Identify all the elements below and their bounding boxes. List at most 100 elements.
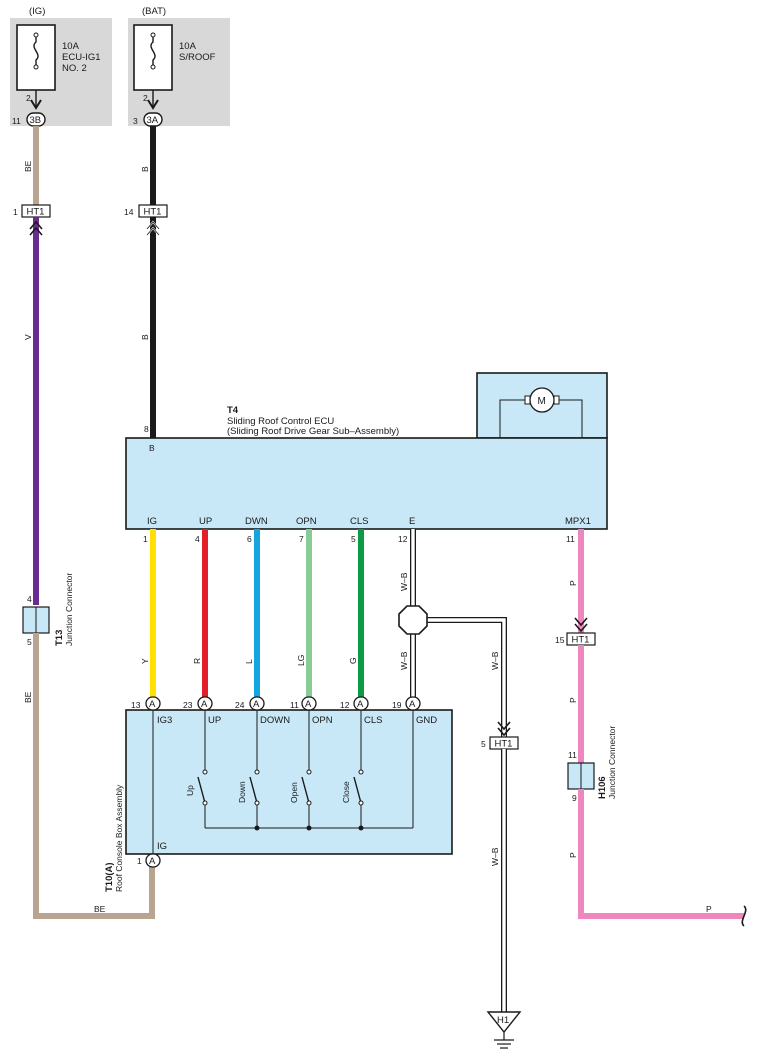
fuse-bat-connector-pin: 3 bbox=[133, 116, 138, 126]
console-pin-cls-label: CLS bbox=[364, 715, 382, 726]
signal-wires: Y R L LG G bbox=[140, 529, 364, 697]
ht1-ig-pin: 1 bbox=[13, 207, 18, 217]
console-desc: Roof Console Box Assembly bbox=[114, 784, 124, 892]
ht1-p-label: HT1 bbox=[572, 635, 590, 646]
motor-label: M bbox=[538, 396, 546, 407]
console-conn-a-ig: A bbox=[149, 856, 156, 867]
console-conn-a-5: A bbox=[357, 699, 364, 710]
fuse-bat-connector-label: 3A bbox=[147, 115, 159, 126]
bat-circuit: B HT1 14 B 8 bbox=[124, 126, 168, 438]
fuse-ig-rating: 10A bbox=[62, 41, 80, 52]
ht1-gnd-label: HT1 bbox=[495, 739, 513, 750]
ecu-box bbox=[125, 437, 608, 530]
ht1-p-pin: 15 bbox=[555, 635, 565, 645]
fuse-bat-group: (BAT) 10A S/ROOF 2 3A 3 bbox=[128, 6, 230, 127]
t13-pin-in: 4 bbox=[27, 594, 32, 604]
wire-label-l: L bbox=[244, 659, 254, 664]
switch-open: Open bbox=[289, 769, 312, 806]
ground-h1-label: H1 bbox=[497, 1015, 509, 1026]
wire-label-g: G bbox=[348, 657, 358, 664]
ht1-bat-pin: 14 bbox=[124, 207, 134, 217]
wire-label-e-upper: W–B bbox=[399, 572, 409, 591]
t13-desc: Junction Connector bbox=[64, 573, 74, 646]
ig-circuit: BE HT1 1 V 4 5 T13 Junction Connector BE… bbox=[13, 126, 155, 919]
console-pin-gnd-num: 19 bbox=[392, 700, 402, 710]
console-ig-pin: 1 bbox=[137, 856, 142, 866]
switch-close: Close bbox=[341, 769, 364, 806]
console-pin-cls-num: 12 bbox=[340, 700, 350, 710]
switch-up: Up bbox=[185, 769, 208, 806]
fuse-bat-icon bbox=[150, 36, 156, 66]
ecu-pin-cls-num: 5 bbox=[351, 534, 356, 544]
h106-id: H106 bbox=[597, 776, 608, 799]
wire-label-p-bottom: P bbox=[706, 904, 712, 914]
ht1-ig-label: HT1 bbox=[27, 207, 45, 218]
fuse-ig-connector-pin: 11 bbox=[12, 116, 21, 126]
roof-console-box: T10(A) Roof Console Box Assembly A A A A… bbox=[104, 696, 453, 892]
fuse-ig-name1: ECU-IG1 bbox=[62, 52, 101, 63]
h106-pin-out: 9 bbox=[572, 793, 577, 803]
ht1-gnd-chevron-icon bbox=[497, 721, 511, 737]
ground-splice-point bbox=[398, 605, 428, 635]
ecu-pin-up-label: UP bbox=[199, 516, 212, 527]
fuse-ig-name2: NO. 2 bbox=[62, 63, 87, 74]
ht1-bat-label: HT1 bbox=[144, 207, 162, 218]
wire-label-p-mid: P bbox=[568, 697, 578, 703]
switch-open-label: Open bbox=[289, 782, 299, 803]
ecu-pin-ig-label: IG bbox=[147, 516, 157, 527]
ecu-pin-opn-label: OPN bbox=[296, 516, 317, 527]
t13-pin-out: 5 bbox=[27, 637, 32, 647]
wire-be-bottom bbox=[33, 633, 155, 919]
ecu-pin-opn-num: 7 bbox=[299, 534, 304, 544]
ground-h1-icon bbox=[486, 1011, 522, 1034]
fuse-ig-source: (IG) bbox=[29, 6, 45, 17]
fuse-bat-name1: S/ROOF bbox=[179, 52, 216, 63]
switch-up-label: Up bbox=[185, 785, 195, 796]
ecu-pin-dwn-num: 6 bbox=[247, 534, 252, 544]
fuse-ig-arrow-icon bbox=[30, 99, 42, 110]
t13-id: T13 bbox=[54, 630, 65, 646]
wire-label-bat-top: B bbox=[140, 166, 150, 172]
wire-label-ig-bottom: BE bbox=[94, 904, 106, 914]
console-pin-ig3-label: IG3 bbox=[157, 715, 172, 726]
ecu-b-label: B bbox=[149, 443, 155, 453]
motor-icon bbox=[529, 387, 555, 413]
fuse-bat-arrow-icon bbox=[147, 99, 159, 110]
mpx1-circuit: P HT1 15 P 11 9 H106 Junction Connector … bbox=[555, 529, 747, 927]
wire-label-y: Y bbox=[140, 658, 150, 664]
wire-label-gnd-upper: W–B bbox=[490, 651, 500, 670]
junction-dot-2 bbox=[306, 825, 312, 831]
wire-label-r: R bbox=[192, 658, 202, 664]
wire-label-p-upper: P bbox=[568, 580, 578, 586]
console-box bbox=[125, 709, 453, 855]
ecu-title: Sliding Roof Control ECU bbox=[227, 416, 334, 427]
wire-label-gnd-lower: W–B bbox=[490, 847, 500, 866]
ecu-pin-dwn-label: DWN bbox=[245, 516, 268, 527]
junction-dot-3 bbox=[358, 825, 364, 831]
fuse-ig-group: (IG) 10A ECU-IG1 NO. 2 2 3B 11 bbox=[10, 6, 112, 127]
console-pin-opn-label: OPN bbox=[312, 715, 333, 726]
ecu-pin-cls-label: CLS bbox=[350, 516, 368, 527]
junction-dot-1 bbox=[254, 825, 260, 831]
ecu-pin-e-num: 12 bbox=[398, 534, 408, 544]
console-conn-a-3: A bbox=[253, 699, 260, 710]
wire-label-e-lower: W–B bbox=[399, 651, 409, 670]
fuse-ig-connector-label: 3B bbox=[30, 115, 42, 126]
console-pin-gnd-label: GND bbox=[416, 715, 437, 726]
switch-close-label: Close bbox=[341, 781, 351, 803]
fuse-ig-pin: 2 bbox=[26, 93, 31, 103]
console-conn-a-4: A bbox=[305, 699, 312, 710]
console-pin-down-num: 24 bbox=[235, 700, 245, 710]
ecu-pin-ig-num: 1 bbox=[143, 534, 148, 544]
console-conn-a-2: A bbox=[201, 699, 208, 710]
wire-label-ig-mid: V bbox=[23, 334, 33, 340]
console-connectors: A A A A A A bbox=[145, 696, 421, 711]
ecu-pin-mpx1-label: MPX1 bbox=[565, 516, 591, 527]
ht1-p-chevron-icon bbox=[574, 617, 588, 633]
h106-desc: Junction Connector bbox=[607, 726, 617, 799]
ecu-pin-up-num: 4 bbox=[195, 534, 200, 544]
ecu-subtitle: (Sliding Roof Drive Gear Sub–Assembly) bbox=[227, 426, 399, 437]
console-pin-opn-num: 11 bbox=[290, 700, 299, 710]
console-pin-up-label: UP bbox=[208, 715, 221, 726]
